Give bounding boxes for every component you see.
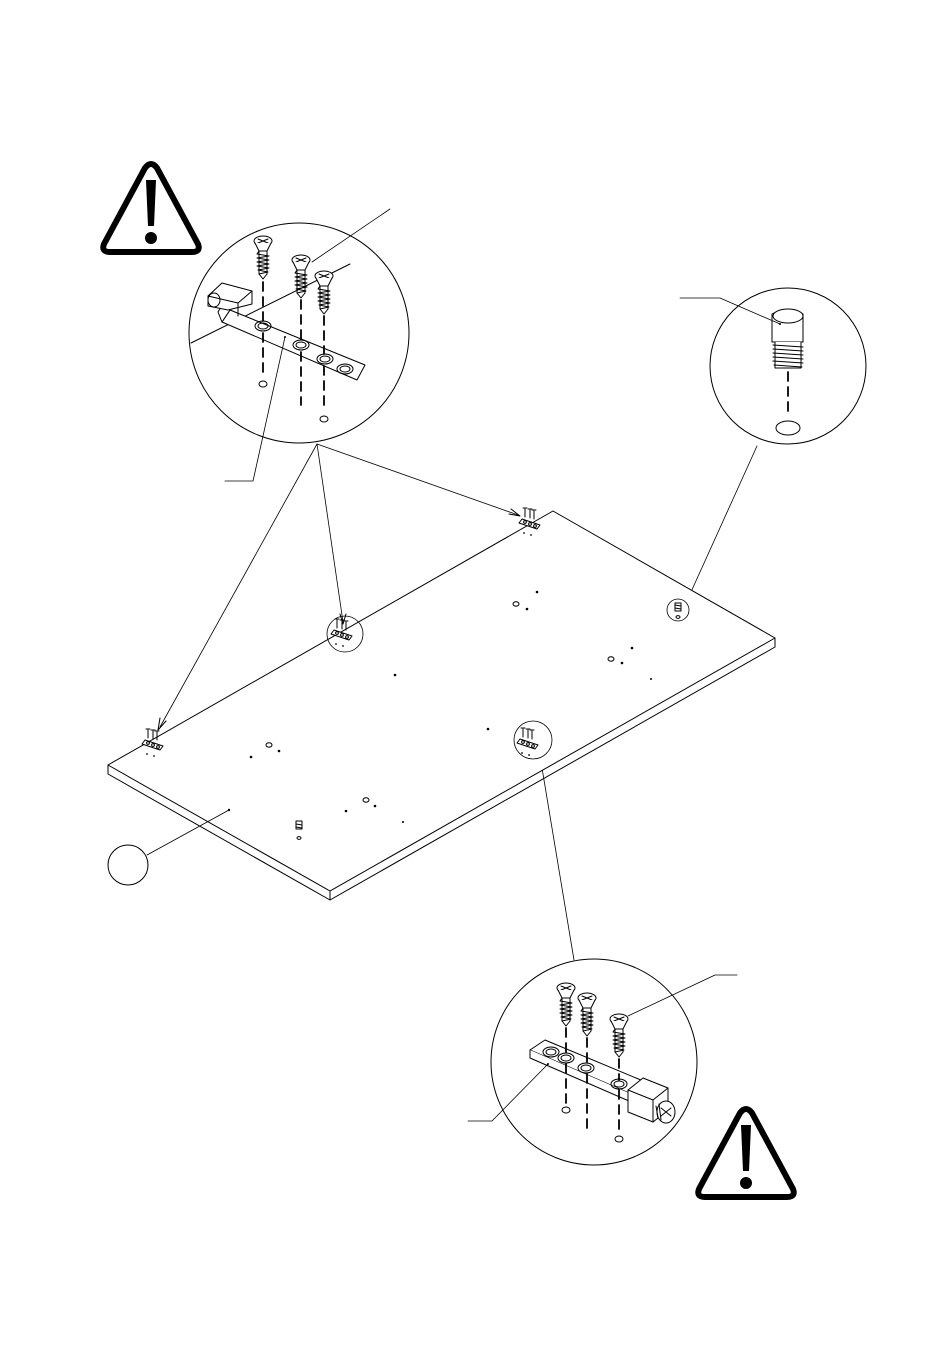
screw-icon: [557, 983, 575, 1026]
screw-icon: [578, 993, 596, 1036]
screw-icon: [315, 271, 333, 314]
main-panel: [108, 508, 775, 900]
detail-circle-bottom-right: [468, 756, 737, 1165]
screw-icon: [254, 236, 272, 279]
warning-icon: [698, 1109, 794, 1197]
peg-icon: [675, 603, 681, 618]
detail-circle-top-left: [189, 209, 409, 481]
warning-icon: [103, 164, 199, 252]
screw-icon: [610, 1014, 628, 1057]
detail-circle-top-right: [680, 288, 866, 603]
